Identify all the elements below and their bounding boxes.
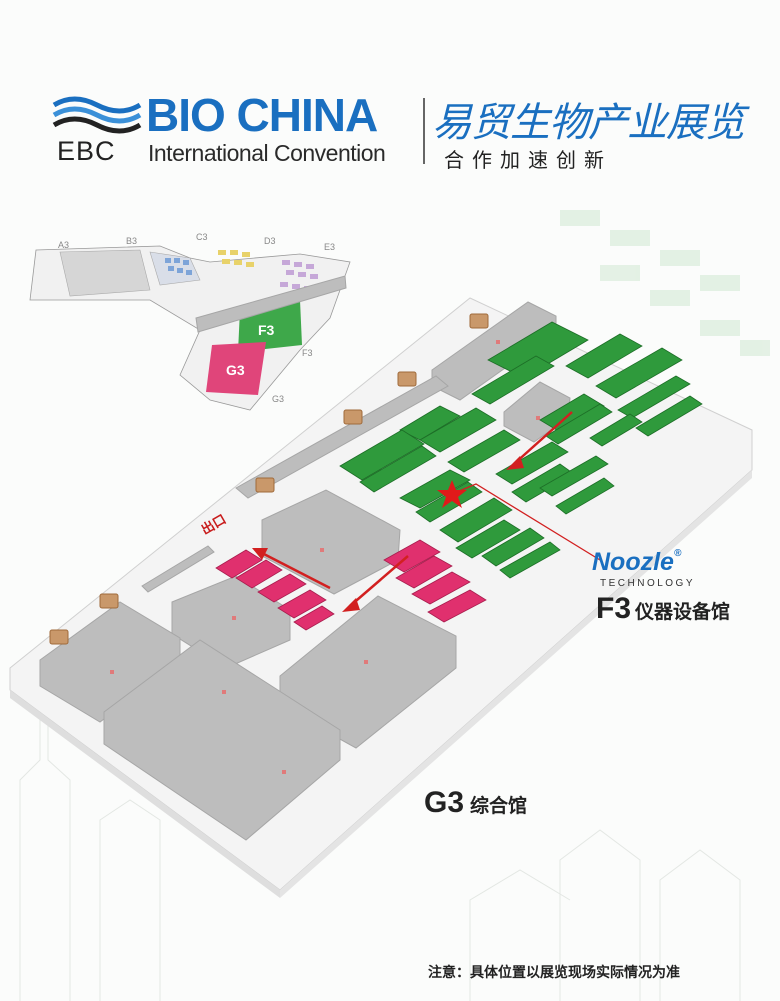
route-arrows (252, 411, 573, 612)
overview-f3-label: F3 (258, 322, 275, 338)
column-markers (49, 313, 489, 645)
brand-subtitle: International Convention (148, 140, 386, 166)
overview-side-f3: F3 (302, 348, 313, 358)
chinese-slogan: 合作加速创新 (444, 148, 612, 172)
overview-label-c3: C3 (196, 232, 208, 242)
overview-side-g3: G3 (272, 394, 285, 404)
sponsor-name: Noozle (592, 548, 674, 576)
overview-label-e3: E3 (324, 242, 336, 252)
f3-hall-name: 仪器设备馆 (635, 601, 731, 623)
overview-g3-zone (206, 342, 266, 395)
overview-label-d3: D3 (264, 236, 276, 246)
background-grid-right (560, 210, 770, 356)
header-divider (423, 98, 425, 164)
g3-hall-name: 综合馆 (470, 795, 528, 817)
footer-note: 注意：具体位置以展览现场实际情况为准 (428, 965, 680, 981)
chinese-title: 易贸生物产业展览 (432, 100, 745, 146)
ebc-wave-logo-icon (52, 96, 142, 134)
overview-label-a3: A3 (58, 240, 70, 250)
overview-g3-label: G3 (226, 362, 245, 378)
g3-hall-code: G3 (424, 786, 465, 819)
star-icon (437, 480, 467, 508)
ebc-text: EBC (57, 136, 116, 166)
overview-mini-map (29, 245, 351, 411)
f3-hall-code: F3 (596, 592, 632, 625)
sponsor-logo: Noozle® (592, 548, 682, 576)
header: EBC BIO CHINA International Convention 易… (0, 0, 780, 200)
sponsor-subtitle: TECHNOLOGY (600, 578, 696, 589)
brand-title: BIO CHINA (146, 89, 378, 141)
g3-booths (215, 539, 487, 631)
overview-label-b3: B3 (126, 236, 138, 246)
